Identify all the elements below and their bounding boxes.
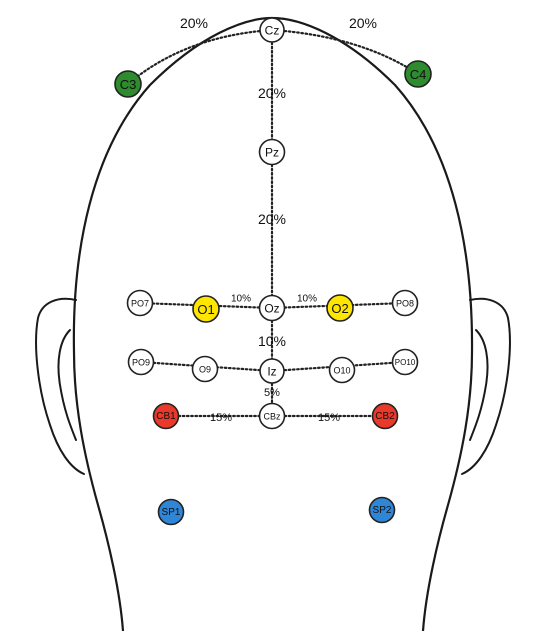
electrode-o9-label: O9 [199,365,211,375]
electrode-c3: C3 [114,70,142,98]
electrode-cb1-label: CB1 [156,411,176,422]
electrode-o1: O1 [192,295,220,323]
distance-label-cz-pz: 20% [258,85,286,101]
electrode-pz-label: Pz [265,146,279,160]
line-po7-oz [138,301,274,310]
electrode-oz-marker [258,294,286,322]
electrode-o9-marker [191,355,219,383]
right-ear-inner [469,329,489,441]
electrode-cb2: CB2 [371,402,399,430]
electrode-c3-label: C3 [120,77,137,92]
electrode-po9-marker [127,348,155,376]
electrode-o2-marker [326,294,354,322]
electrode-oz-label: Oz [264,302,279,316]
distance-label-iz-cbz: 5% [264,387,280,399]
electrode-sp1: SP1 [157,498,185,526]
electrode-c4-marker [404,60,432,88]
electrode-po10-marker [391,348,419,376]
right-ear [461,297,511,475]
electrode-o1-label: O1 [197,302,214,317]
electrode-cz: Cz [259,17,285,43]
distance-label-o1-oz: 10% [231,294,251,305]
electrode-iz-label: Iz [267,365,276,379]
electrode-c3-marker [114,70,142,98]
electrode-oz: Oz [258,294,286,322]
electrode-po9-label: PO9 [132,358,150,368]
electrode-cz-marker [259,17,285,43]
electrode-po8-label: PO8 [396,299,414,309]
distance-label-pz-oz: 20% [258,211,286,227]
electrode-iz: Iz [259,358,285,384]
electrode-cb2-label: CB2 [375,411,395,422]
left-ear-inner [57,329,77,441]
distance-labels: 20% 20% 20% 20% 10% 10% 10% 5% 15% 15% [180,15,377,424]
electrode-sp1-label: SP1 [162,507,181,518]
electrode-cz-label: Cz [265,24,280,38]
electrode-o9: O9 [191,355,219,383]
arc-cz-c4 [270,28,420,76]
electrode-cb2-marker [371,402,399,430]
arc-cz-c3 [126,28,274,86]
electrode-po8-marker [391,289,419,317]
distance-label-oz-iz: 10% [258,333,286,349]
electrode-iz-marker [259,358,285,384]
electrode-cb1: CB1 [152,402,180,430]
electrode-po7-label: PO7 [131,299,149,309]
electrode-po9: PO9 [127,348,155,376]
electrode-sp2-marker [368,496,396,524]
electrode-po10-label: PO10 [395,358,416,367]
electrode-po8: PO8 [391,289,419,317]
electrode-po7: PO7 [126,289,154,317]
electrode-sp1-marker [157,498,185,526]
distance-label-cbz-cb2: 15% [318,412,340,424]
electrode-o2-label: O2 [331,301,348,316]
electrode-cb1-marker [152,402,180,430]
electrode-cbz-marker [258,402,286,430]
left-ear [35,297,85,475]
electrode-sp2-label: SP2 [373,505,392,516]
electrode-po7-marker [126,289,154,317]
distance-label-cz-c3: 20% [180,15,208,31]
electrode-c4-label: C4 [410,67,427,82]
electrode-c4: C4 [404,60,432,88]
distance-label-cb1-cbz: 15% [210,412,232,424]
electrode-o10-marker [328,356,356,384]
electrode-pz: Pz [258,138,286,166]
electrode-pz-marker [258,138,286,166]
electrode-sp2: SP2 [368,496,396,524]
electrode-o2: O2 [326,294,354,322]
distance-label-cz-c4: 20% [349,15,377,31]
electrode-o10-label: O10 [333,366,350,376]
electrode-po10: PO10 [391,348,419,376]
electrode-o10: O10 [328,356,356,384]
electrode-o1-marker [192,295,220,323]
electrode-cbz: CBz [258,402,286,430]
electrode-cbz-label: CBz [263,412,281,422]
distance-label-oz-o2: 10% [297,294,317,305]
